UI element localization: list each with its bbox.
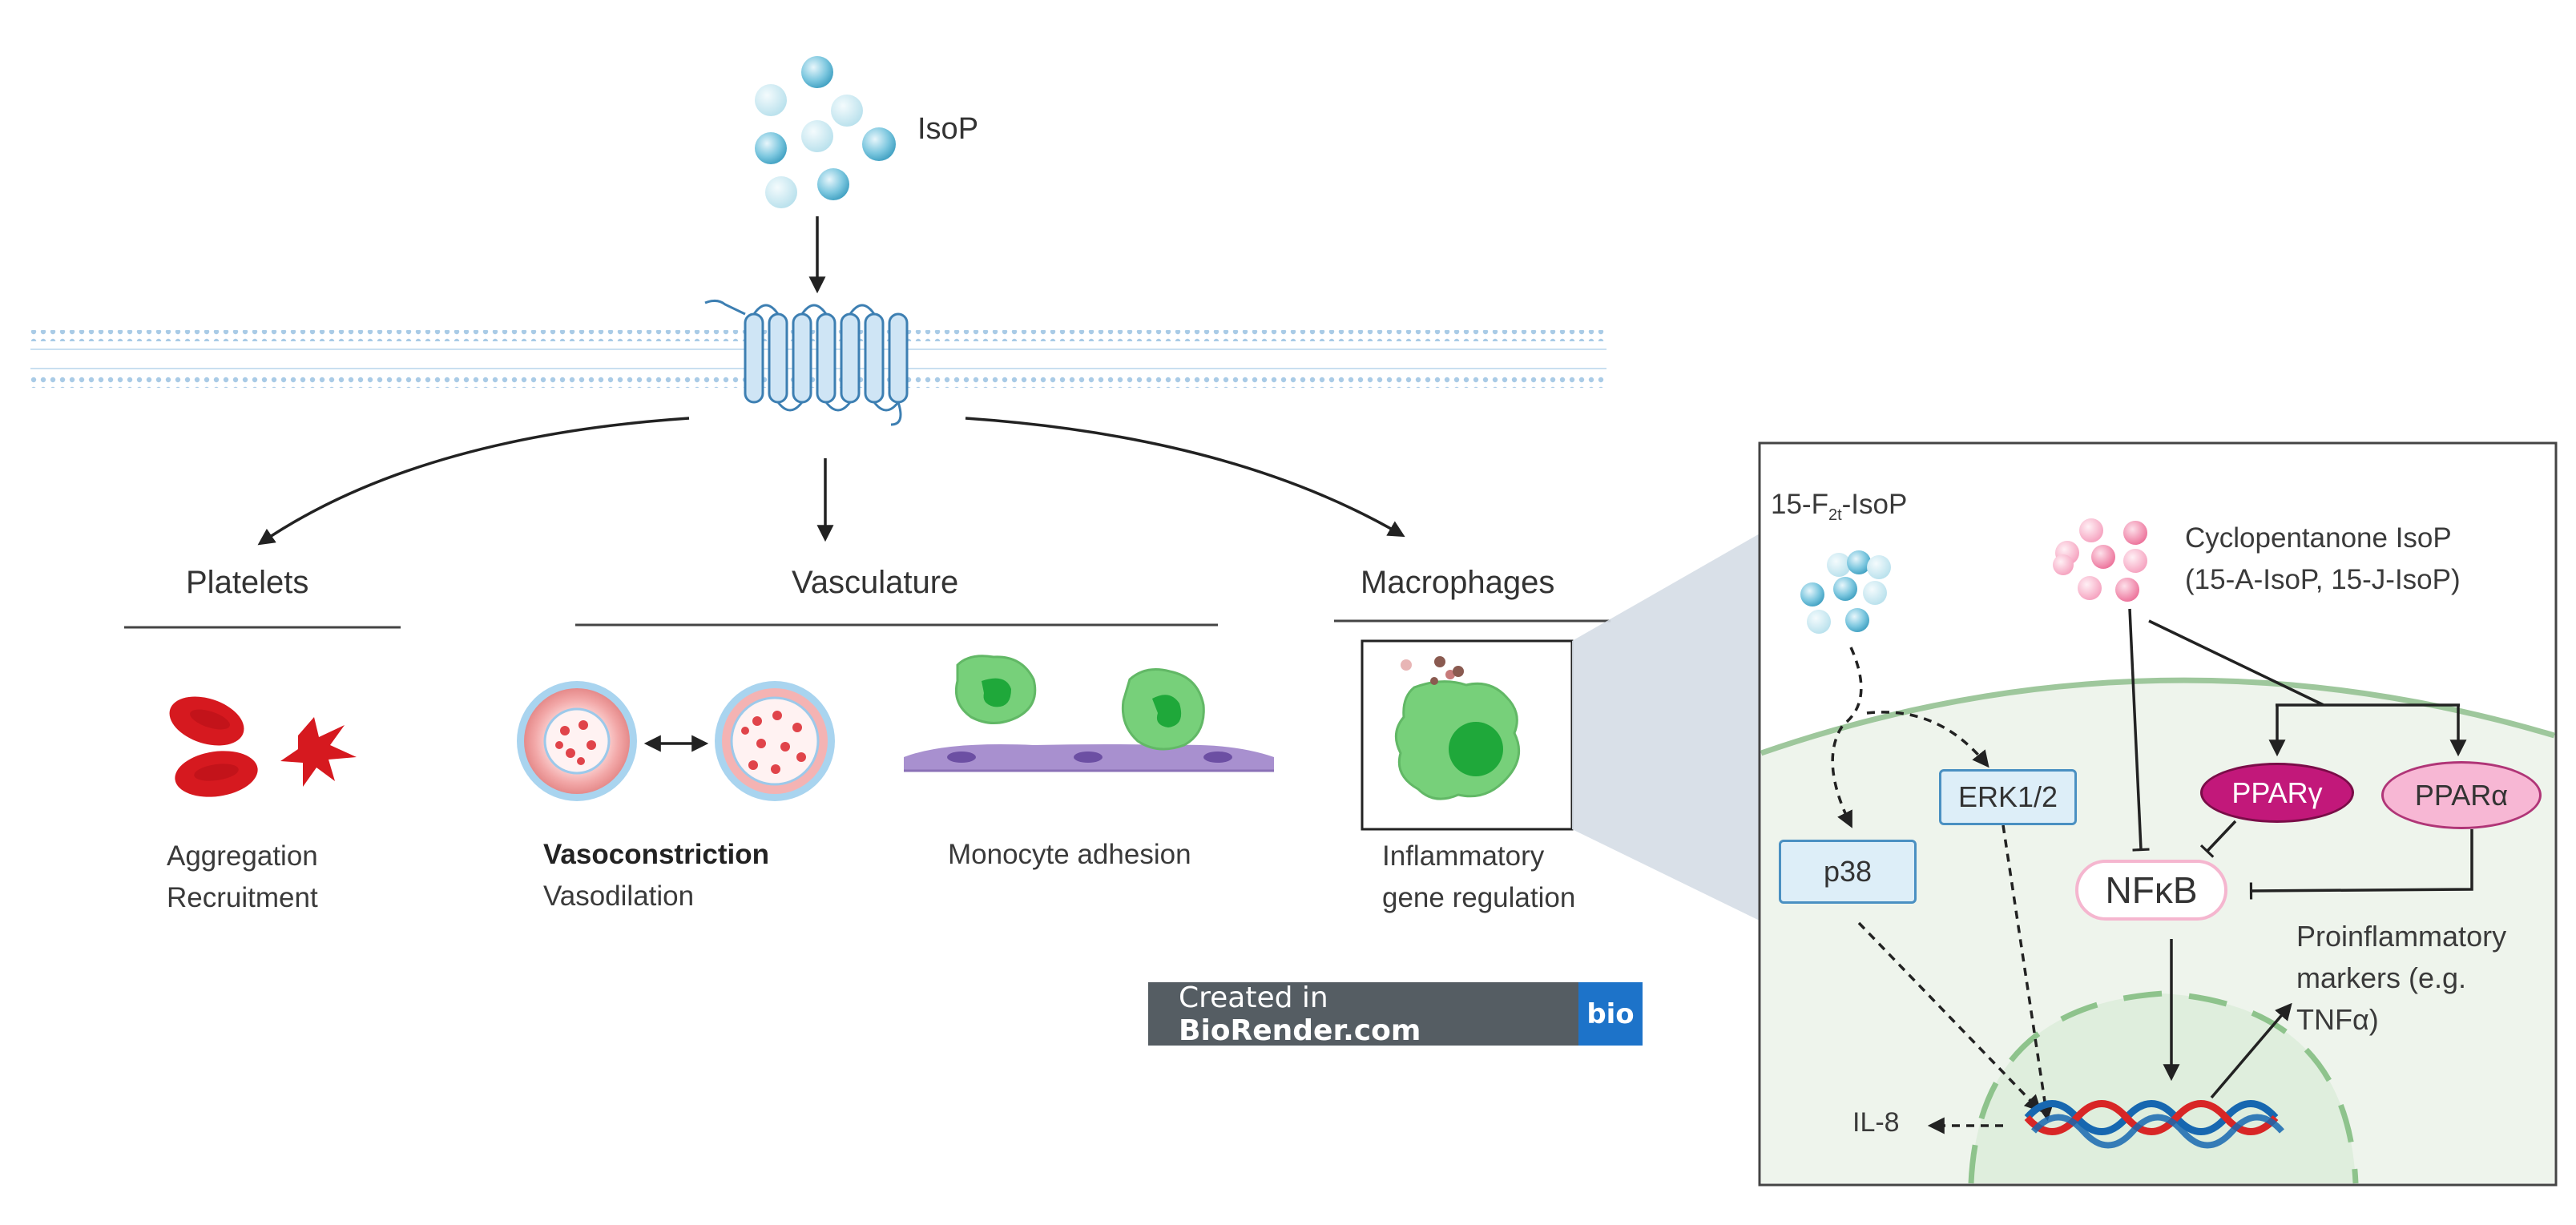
proinflammatory-line1: Proinflammatory — [2296, 920, 2507, 953]
isop-label: IsoP — [917, 112, 979, 146]
biorender-logo: bio — [1578, 982, 1643, 1046]
vasculature-title: Vasculature — [792, 565, 959, 600]
vascular-effect-vasodilation: Vasodilation — [543, 880, 695, 912]
f2-isop-label: 15-F2t-IsoP — [1771, 489, 1908, 524]
ppar-gamma-node: PPARγ — [2200, 763, 2354, 823]
erk-to-dna-arrow — [2002, 824, 2054, 1122]
dna-to-proinflammatory-arrow — [2210, 1002, 2292, 1099]
f2-isop-ligand-cluster — [1800, 550, 1891, 634]
watermark-text: Created in BioRender.com — [1179, 981, 1421, 1047]
ppar-alpha-node: PPARα — [2381, 761, 2542, 829]
gpcr-receptor — [704, 299, 909, 426]
vessel-dilated-icon — [715, 681, 835, 801]
erk-box: ERK1/2 — [1939, 769, 2077, 825]
monocyte-adhesion-icon — [904, 655, 1274, 772]
macrophage-icon — [1394, 656, 1521, 800]
platelet-effect-aggregation: Aggregation — [167, 840, 318, 872]
macrophage-effect-line2: gene regulation — [1382, 882, 1576, 913]
cyclopentanone-inhibits-nfkb — [2128, 608, 2150, 852]
f2-to-p38-arrow — [1831, 647, 1863, 828]
macrophages-title: Macrophages — [1361, 565, 1555, 600]
cyclopentanone-to-ppar-branch — [2148, 619, 2460, 707]
vessel-constricted-icon — [517, 681, 637, 801]
cyclopentanone-label-line1: Cyclopentanone IsoP — [2185, 522, 2452, 554]
isop-ligand-cluster — [755, 56, 896, 208]
platelet-aggregation-icon — [169, 696, 357, 797]
cyclopentanone-isop-ligand-cluster — [2053, 518, 2147, 602]
macrophage-effect-line1: Inflammatory — [1382, 840, 1545, 872]
platelets-title: Platelets — [186, 565, 309, 600]
il8-label: IL-8 — [1852, 1107, 1900, 1138]
ppar-gamma-inhibits-nfkb — [2199, 820, 2237, 858]
p38-box: p38 — [1779, 840, 1917, 904]
nfkb-node: NFκB — [2075, 860, 2227, 921]
platelet-effect-recruitment: Recruitment — [167, 882, 318, 913]
f2-to-erk-arrow — [1866, 711, 1989, 768]
proinflammatory-line2: markers (e.g. — [2296, 961, 2467, 994]
cyclopentanone-label-line2: (15-A-IsoP, 15-J-IsoP) — [2185, 564, 2461, 595]
dna-helix-icon — [2024, 1100, 2284, 1149]
proinflammatory-line3: TNFα) — [2296, 1003, 2379, 1036]
vascular-effect-monocyte-adhesion: Monocyte adhesion — [948, 839, 1191, 870]
vascular-effect-vasoconstriction: Vasoconstriction — [543, 839, 770, 870]
arrow-to-macrophages — [965, 417, 1405, 538]
zoom-funnel — [1572, 533, 1761, 921]
arrow-to-platelets — [257, 417, 690, 546]
biorender-watermark: Created in BioRender.com bio — [1148, 981, 1643, 1047]
ppar-alpha-inhibits-nfkb — [2249, 829, 2473, 900]
